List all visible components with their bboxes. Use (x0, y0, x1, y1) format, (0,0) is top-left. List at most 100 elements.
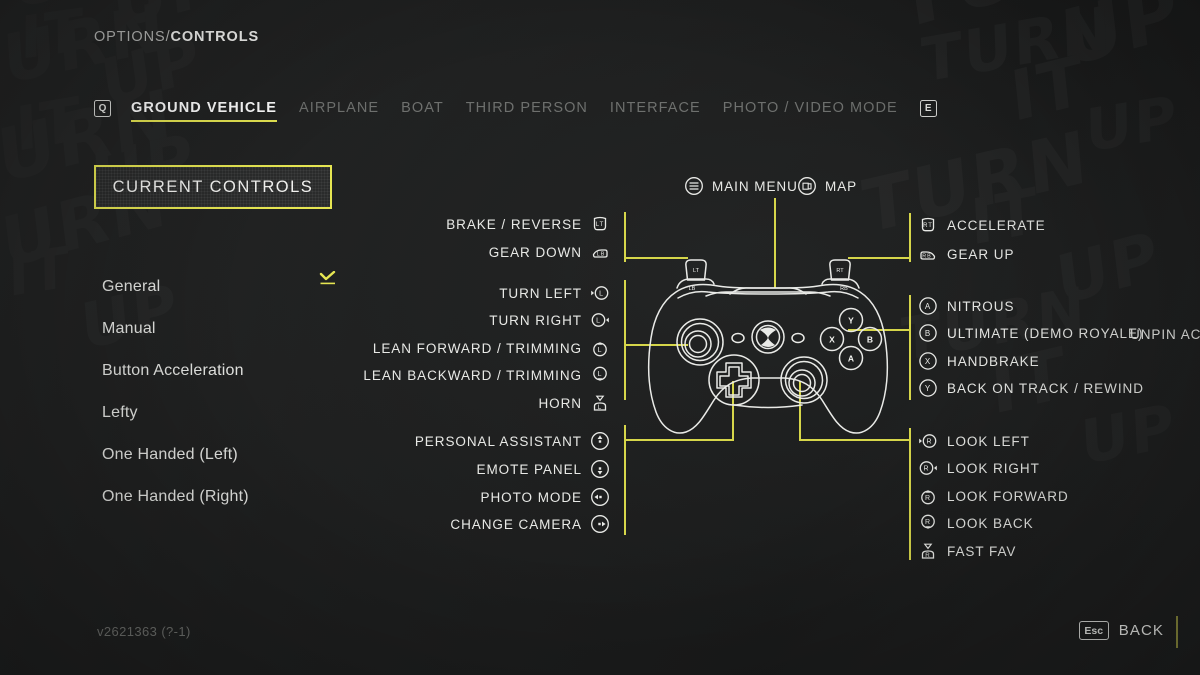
preset-item-one-handed-right[interactable]: One Handed (Right) (102, 476, 348, 518)
menu-button-icon (684, 176, 704, 196)
controller-a-label: A (848, 354, 854, 364)
graffiti-word: UP (1079, 390, 1178, 480)
binding-lean-forward-trimming: LEAN FORWARD / TRIMMING L (373, 338, 610, 358)
tab-interface[interactable]: INTERFACE (609, 100, 701, 116)
dpad-left-icon (590, 487, 610, 507)
dpad-up-icon (590, 431, 610, 451)
tab-photo-video-mode[interactable]: PHOTO / VIDEO MODE (722, 100, 898, 116)
svg-text:RT: RT (923, 223, 933, 229)
svg-text:R: R (925, 552, 930, 559)
binding-label: LOOK FORWARD (947, 488, 1069, 504)
controller-y-label: Y (848, 316, 854, 326)
binding-label: MAIN MENU (712, 178, 798, 194)
binding-brake-reverse: BRAKE / REVERSE LT (446, 214, 610, 234)
binding-label: NITROUS (947, 298, 1015, 314)
binding-label: GEAR DOWN (488, 244, 582, 260)
preset-label: One Handed (Left) (102, 446, 238, 463)
binding-label: BACK ON TRACK / REWIND (947, 380, 1144, 396)
binding-label: TURN LEFT (499, 285, 582, 301)
breadcrumb-separator: / (165, 29, 171, 45)
svg-text:R: R (923, 465, 929, 472)
binding-label: LEAN FORWARD / TRIMMING (372, 340, 582, 356)
right-edge-accent-line (1176, 616, 1178, 648)
controller-lb-label: LB (689, 286, 696, 292)
selected-check-icon (318, 271, 336, 285)
x-button-icon: X (918, 351, 938, 371)
breadcrumb: OPTIONS/CONTROLS (94, 29, 259, 45)
binding-nitrous: A NITROUS (918, 296, 1014, 316)
binding-lean-backward-trimming: LEAN BACKWARD / TRIMMING L (363, 365, 610, 385)
graffiti-word: UP (1084, 82, 1179, 166)
graffiti-word: TURN (0, 0, 169, 110)
svg-text:Y: Y (925, 384, 931, 393)
svg-text:RB: RB (922, 254, 931, 260)
graffiti-word: UP (1056, 0, 1185, 85)
binding-look-forward: R LOOK FORWARD (918, 486, 1069, 506)
binding-label: TURN RIGHT (489, 312, 582, 328)
preset-label: Button Acceleration (102, 362, 244, 379)
breadcrumb-parent[interactable]: OPTIONS (94, 29, 166, 45)
binding-look-left: R LOOK LEFT (918, 431, 1030, 451)
tab-airplane[interactable]: AIRPLANE (299, 100, 380, 116)
left-stick-press-icon: L (590, 393, 610, 413)
binding-label: FAST FAV (947, 543, 1017, 559)
tab-ground-vehicle[interactable]: GROUND VEHICLE (131, 100, 278, 122)
binding-label: PHOTO MODE (480, 489, 582, 505)
tab-boat[interactable]: BOAT (401, 100, 444, 116)
right-stick-left-icon: R (918, 431, 938, 451)
preset-item-lefty[interactable]: Lefty (102, 392, 348, 434)
binding-label: BRAKE / REVERSE (446, 216, 582, 232)
rb-bumper-icon: RB (918, 244, 938, 264)
binding-photo-mode: PHOTO MODE (480, 487, 610, 507)
left-stick-up-icon: L (590, 338, 610, 358)
right-stick-right-icon: R (918, 458, 938, 478)
binding-label: GEAR UP (947, 246, 1015, 262)
preset-item-manual[interactable]: Manual (102, 308, 348, 350)
svg-text:R: R (925, 495, 931, 502)
svg-text:R: R (925, 519, 931, 526)
binding-label: HANDBRAKE (947, 353, 1040, 369)
right-stick-up-icon: R (918, 486, 938, 506)
svg-text:L: L (596, 317, 601, 324)
right-stick-down-icon: R (918, 513, 938, 533)
binding-horn: HORN L (538, 393, 610, 413)
version-label: v2621363 (?-1) (97, 624, 191, 639)
binding-label: MAP (825, 178, 858, 194)
preset-item-general[interactable]: General (102, 266, 348, 308)
preset-label: Lefty (102, 404, 138, 421)
controller-rt-label: RT (836, 268, 844, 274)
svg-text:B: B (925, 329, 931, 338)
back-label: BACK (1118, 622, 1164, 639)
tab-bar: Q GROUND VEHICLE AIRPLANE BOAT THIRD PER… (94, 100, 937, 122)
esc-key-badge[interactable]: Esc (1078, 621, 1109, 640)
binding-label: CHANGE CAMERA (450, 516, 582, 532)
graffiti-word: IT (978, 0, 1060, 20)
binding-map: MAP (797, 176, 857, 196)
tab-third-person[interactable]: THIRD PERSON (465, 100, 588, 116)
left-stick-left-icon: L (590, 283, 610, 303)
preset-item-button-acceleration[interactable]: Button Acceleration (102, 350, 348, 392)
svg-text:LT: LT (596, 222, 604, 228)
y-button-icon: Y (918, 378, 938, 398)
current-controls-button[interactable]: CURRENT CONTROLS (94, 165, 332, 209)
preset-item-one-handed-left[interactable]: One Handed (Left) (102, 434, 348, 476)
svg-text:A: A (925, 302, 931, 311)
svg-text:R: R (926, 438, 932, 445)
preset-label: General (102, 278, 161, 295)
lb-bumper-icon: LB (590, 242, 610, 262)
back-button[interactable]: Esc BACK (1078, 621, 1164, 640)
binding-label: HORN (538, 395, 582, 411)
binding-accelerate: RT ACCELERATE (918, 215, 1046, 235)
right-stick-press-icon: R (918, 541, 938, 561)
binding-turn-left: TURN LEFT L (499, 283, 610, 303)
controller-x-label: X (829, 335, 835, 345)
rt-trigger-icon: RT (918, 215, 938, 235)
prev-tab-key-q[interactable]: Q (94, 100, 111, 117)
next-tab-key-e[interactable]: E (919, 100, 937, 117)
graffiti-word: UP (1052, 216, 1164, 321)
dpad-right-icon (590, 514, 610, 534)
binding-label: ULTIMATE (DEMO ROYALE) (947, 325, 1144, 341)
binding-fast-fav: R FAST FAV (918, 541, 1016, 561)
binding-personal-assistant: PERSONAL ASSISTANT (415, 431, 610, 451)
